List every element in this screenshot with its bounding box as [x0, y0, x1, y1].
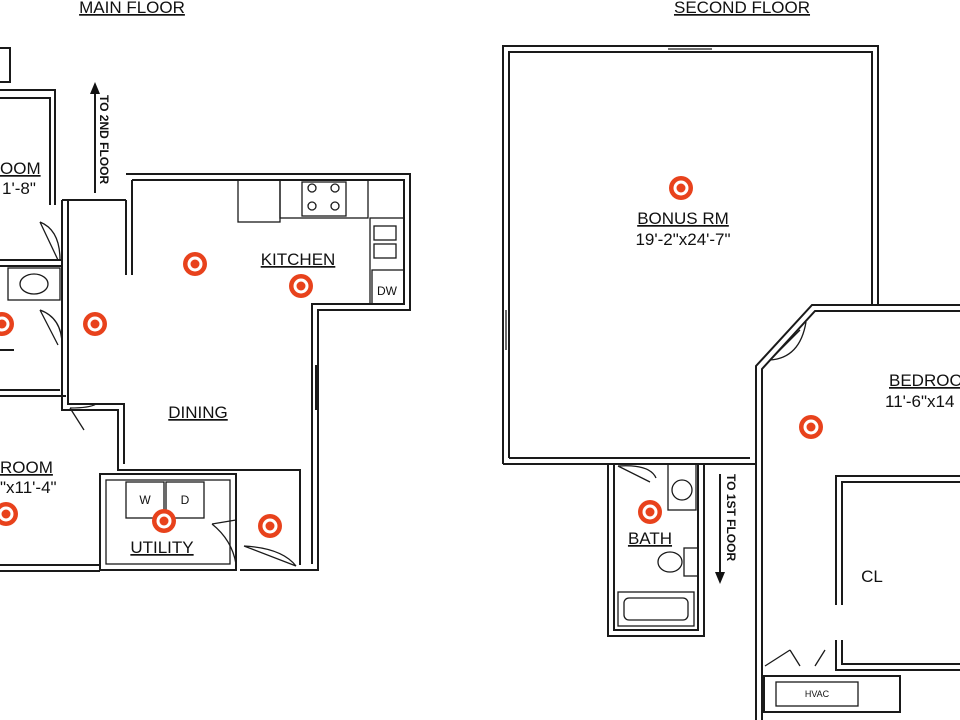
marker-icon[interactable]	[258, 514, 282, 538]
main-floor-plan: MAIN FLOOR DW	[0, 0, 411, 572]
bedroom-left-dims: 1'-8"	[2, 179, 36, 198]
stair-note-main: TO 2ND FLOOR	[97, 95, 111, 184]
stair-note-second: TO 1ST FLOOR	[724, 474, 738, 561]
room-left-label: ROOM	[0, 458, 53, 477]
washer-label: W	[139, 493, 151, 507]
utility-label: UTILITY	[130, 538, 193, 557]
bonus-room-dims: 19'-2"x24'-7"	[635, 230, 730, 249]
marker-layer	[0, 176, 823, 538]
dishwasher-label: DW	[377, 284, 398, 298]
bedroom-right-label: BEDROO	[889, 371, 960, 390]
main-floor-title: MAIN FLOOR	[79, 0, 185, 17]
bedroom-left-label: OOM	[0, 159, 41, 178]
bedroom-right-dims: 11'-6"x14	[885, 392, 954, 411]
room-left-dims: "x11'-4"	[0, 478, 57, 497]
marker-icon[interactable]	[289, 274, 313, 298]
dryer-label: D	[181, 493, 190, 507]
kitchen-label: KITCHEN	[261, 250, 336, 269]
bonus-room-label: BONUS RM	[637, 209, 729, 228]
marker-icon[interactable]	[183, 252, 207, 276]
marker-icon[interactable]	[638, 500, 662, 524]
second-floor-plan: SECOND FLOOR CL HVAC	[502, 0, 960, 720]
marker-icon[interactable]	[0, 502, 18, 526]
marker-icon[interactable]	[152, 509, 176, 533]
closet-label: CL	[861, 567, 883, 586]
second-floor-title: SECOND FLOOR	[674, 0, 810, 17]
bath-label: BATH	[628, 529, 672, 548]
dining-label: DINING	[168, 403, 228, 422]
marker-icon[interactable]	[0, 312, 14, 336]
marker-icon[interactable]	[83, 312, 107, 336]
marker-icon[interactable]	[669, 176, 693, 200]
marker-icon[interactable]	[799, 415, 823, 439]
hvac-label: HVAC	[805, 689, 830, 699]
